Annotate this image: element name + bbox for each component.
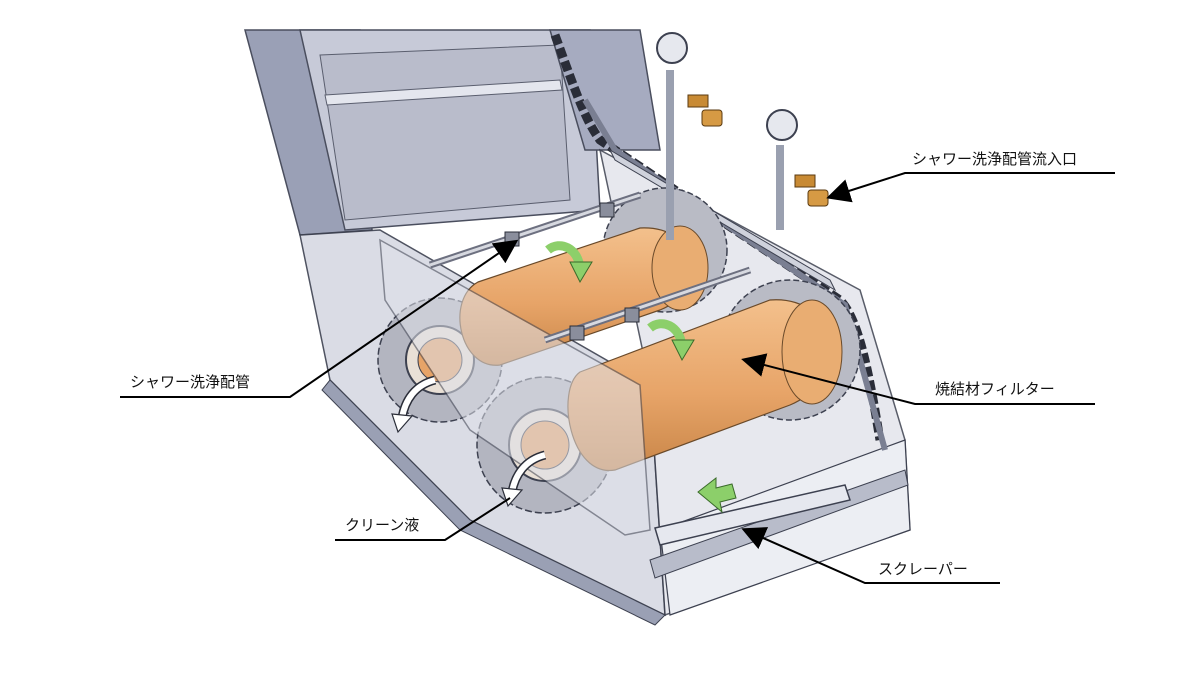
shower-pipe-lower: [543, 266, 752, 344]
side-plate: [379, 238, 651, 536]
inlet-assembly-left: [656, 32, 723, 240]
label-sintered-filter: 焼結材フィルター: [935, 380, 1055, 398]
leader-clean-liquid: [335, 497, 511, 541]
inlet-assembly-right: [766, 109, 829, 230]
label-scraper: スクレーパー: [878, 560, 968, 578]
label-clean-liquid: クリーン液: [345, 516, 420, 534]
outflow-arrow-upper: [391, 375, 437, 434]
leader-sintered-filter: [741, 353, 1095, 405]
rotation-arrow-upper: [545, 241, 593, 284]
scraper-bar: [654, 484, 851, 546]
scraper-direction-arrow: [697, 476, 737, 514]
leader-lines: [120, 172, 1115, 584]
rotation-arrow-lower: [647, 319, 695, 362]
leader-shower-pipe: [120, 239, 519, 398]
leader-shower-inlet: [826, 172, 1115, 203]
outflow-arrow-lower: [501, 450, 547, 508]
label-shower-inlet: シャワー洗浄配管流入口: [912, 150, 1078, 168]
leader-scraper: [741, 527, 1000, 584]
upper-chute: [244, 29, 661, 236]
label-shower-pipe: シャワー洗浄配管: [130, 373, 251, 391]
